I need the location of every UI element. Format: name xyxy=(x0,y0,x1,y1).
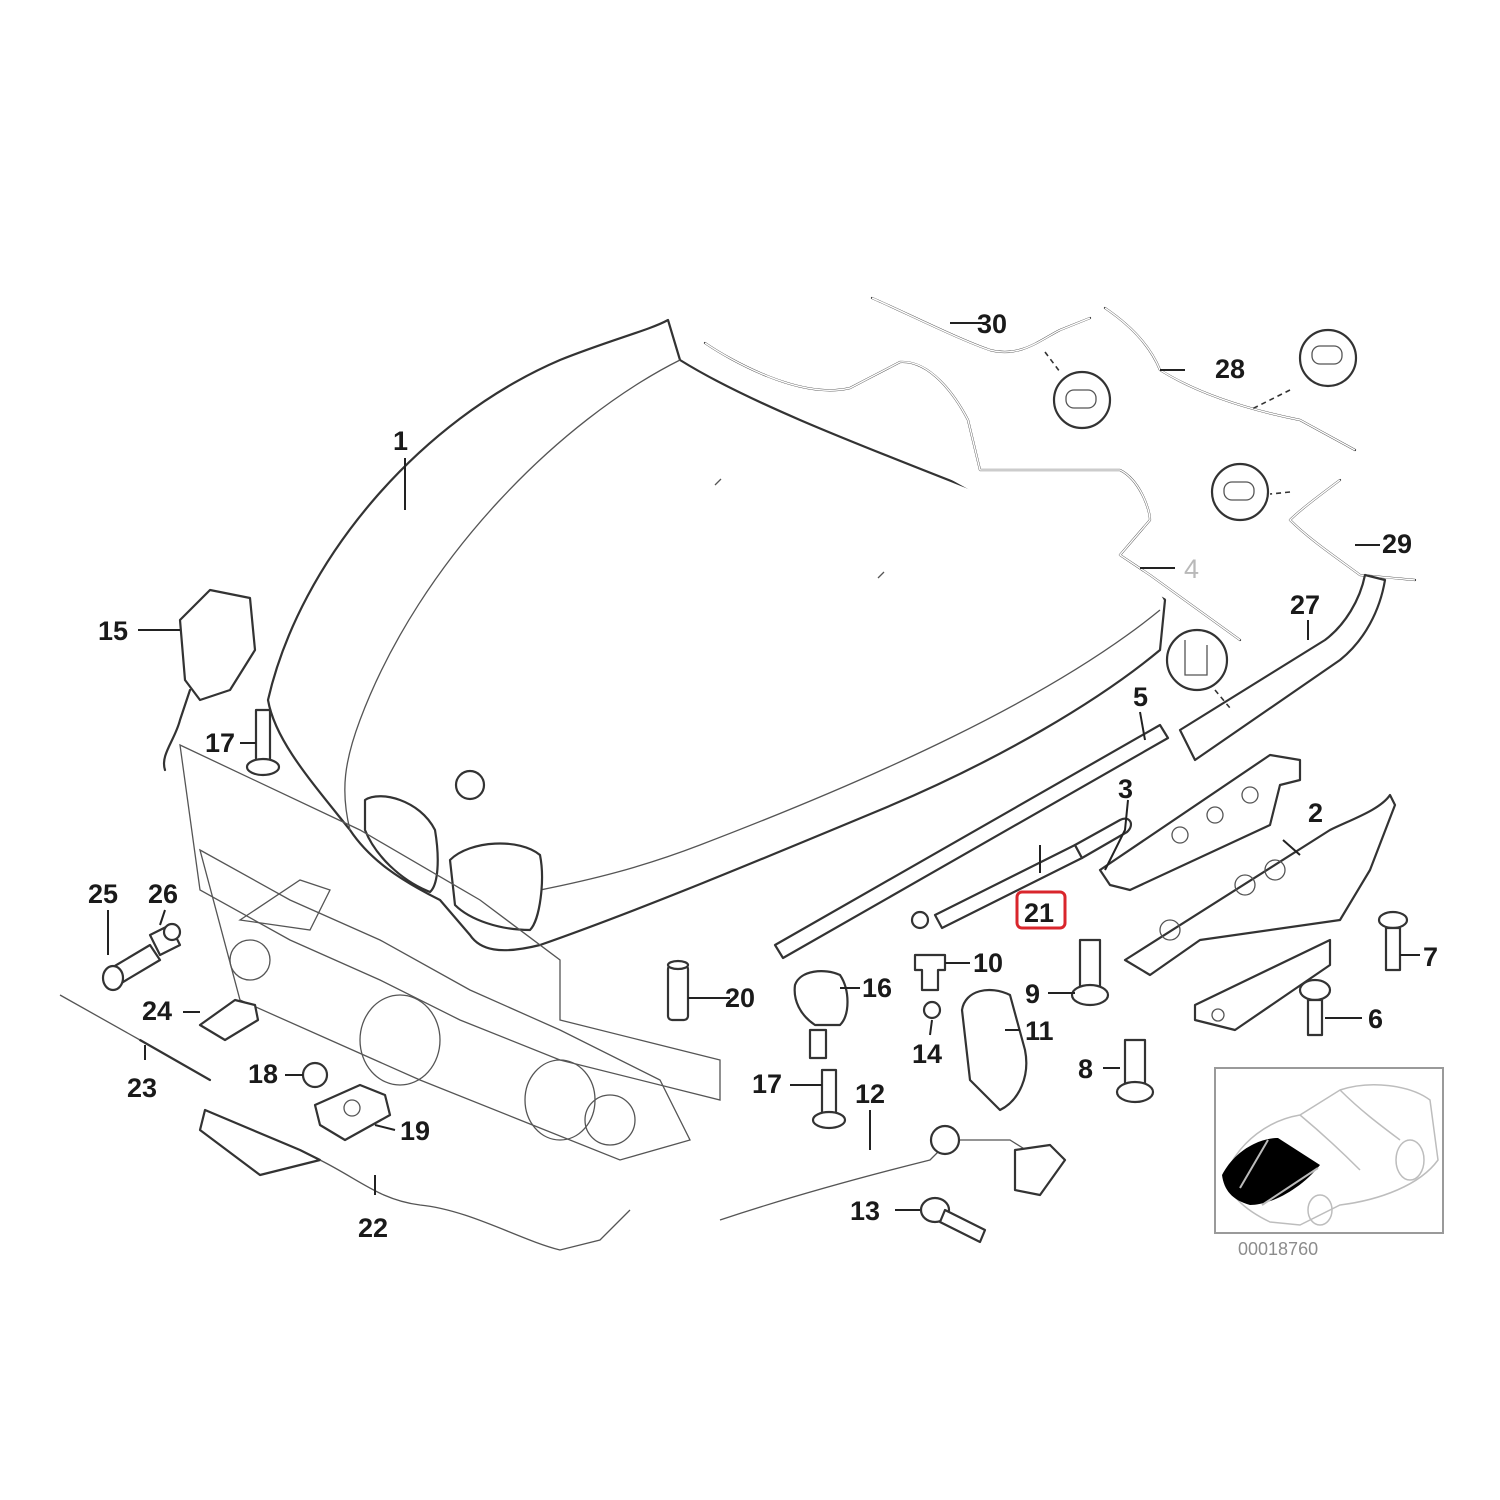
callout-9[interactable]: 9 xyxy=(1025,979,1040,1009)
callout-27[interactable]: 27 xyxy=(1290,590,1320,620)
callout-1[interactable]: 1 xyxy=(393,426,408,456)
hinge-3[interactable] xyxy=(1098,753,1302,892)
callout-2[interactable]: 2 xyxy=(1308,798,1323,828)
release-handle-23[interactable] xyxy=(59,994,212,1082)
callout-labels: 1 2 3 4 5 6 7 8 9 10 11 12 13 14 15 16 1… xyxy=(88,309,1438,1243)
pad-24[interactable] xyxy=(198,998,260,1042)
strip-5[interactable] xyxy=(773,723,1170,960)
callout-10[interactable]: 10 xyxy=(973,948,1003,978)
gas-strut-21[interactable] xyxy=(910,817,1133,930)
seal-28[interactable] xyxy=(1103,306,1357,452)
callout-21[interactable]: 21 xyxy=(1024,898,1054,928)
leader-lines xyxy=(107,322,1420,1211)
callout-19[interactable]: 19 xyxy=(400,1116,430,1146)
callout-24[interactable]: 24 xyxy=(142,996,172,1026)
inset-hood-highlight xyxy=(1222,1138,1320,1205)
inset-overview: 00018760 xyxy=(1214,1067,1444,1259)
cable-12[interactable] xyxy=(719,1124,1067,1221)
lock-16[interactable] xyxy=(793,970,849,1060)
front-panel-frame xyxy=(179,743,721,1161)
seal-30[interactable] xyxy=(870,296,1092,353)
callout-12[interactable]: 12 xyxy=(855,1079,885,1109)
cable-22[interactable] xyxy=(198,1108,631,1251)
callout-3[interactable]: 3 xyxy=(1118,774,1133,804)
bracket-11[interactable] xyxy=(960,988,1028,1112)
inset-car-icon xyxy=(1222,1084,1439,1226)
bolt-17-top[interactable] xyxy=(245,708,281,777)
bolt-6[interactable] xyxy=(1298,978,1332,1037)
bracket-15[interactable] xyxy=(162,588,257,772)
callout-14[interactable]: 14 xyxy=(912,1039,942,1069)
callout-17-bottom[interactable]: 17 xyxy=(752,1069,782,1099)
seal-27[interactable] xyxy=(1178,573,1387,762)
callout-16[interactable]: 16 xyxy=(862,973,892,1003)
callout-20[interactable]: 20 xyxy=(725,983,755,1013)
callout-21-highlight-box xyxy=(1015,890,1067,930)
callout-7[interactable]: 7 xyxy=(1423,942,1438,972)
bolt-7[interactable] xyxy=(1377,910,1409,972)
pin-10[interactable] xyxy=(913,953,947,992)
bolt-25[interactable] xyxy=(101,943,162,992)
callout-28[interactable]: 28 xyxy=(1215,354,1245,384)
callout-6[interactable]: 6 xyxy=(1368,1004,1383,1034)
callout-26[interactable]: 26 xyxy=(148,879,178,909)
seal-4[interactable] xyxy=(703,341,1242,642)
callout-29[interactable]: 29 xyxy=(1382,529,1412,559)
callout-22[interactable]: 22 xyxy=(358,1213,388,1243)
callout-25[interactable]: 25 xyxy=(88,879,118,909)
hood-panel[interactable] xyxy=(266,318,1167,952)
callout-5[interactable]: 5 xyxy=(1133,682,1148,712)
screw-14[interactable] xyxy=(922,1000,942,1020)
callout-15[interactable]: 15 xyxy=(98,616,128,646)
seal-detail-circles xyxy=(1044,328,1358,709)
inset-reference-number: 00018760 xyxy=(1238,1239,1318,1259)
bolt-8[interactable] xyxy=(1115,1038,1155,1104)
grommet-26[interactable] xyxy=(148,922,182,957)
bolt-13[interactable] xyxy=(919,1196,987,1244)
callout-4[interactable]: 4 xyxy=(1184,554,1199,584)
callout-18[interactable]: 18 xyxy=(248,1059,278,1089)
callout-23[interactable]: 23 xyxy=(127,1073,157,1103)
screw-18[interactable] xyxy=(301,1061,329,1089)
callout-30[interactable]: 30 xyxy=(977,309,1007,339)
hinge-2[interactable] xyxy=(1123,793,1397,1032)
callout-8[interactable]: 8 xyxy=(1078,1054,1093,1084)
callout-13[interactable]: 13 xyxy=(850,1196,880,1226)
callout-17-top[interactable]: 17 xyxy=(205,728,235,758)
callout-11[interactable]: 11 xyxy=(1025,1016,1054,1046)
buffer-20[interactable] xyxy=(666,959,690,1022)
seal-29[interactable] xyxy=(1288,478,1417,582)
latch-19[interactable] xyxy=(313,1083,392,1142)
bolt-17-bottom[interactable] xyxy=(811,1068,847,1130)
bolt-9[interactable] xyxy=(1070,938,1110,1007)
